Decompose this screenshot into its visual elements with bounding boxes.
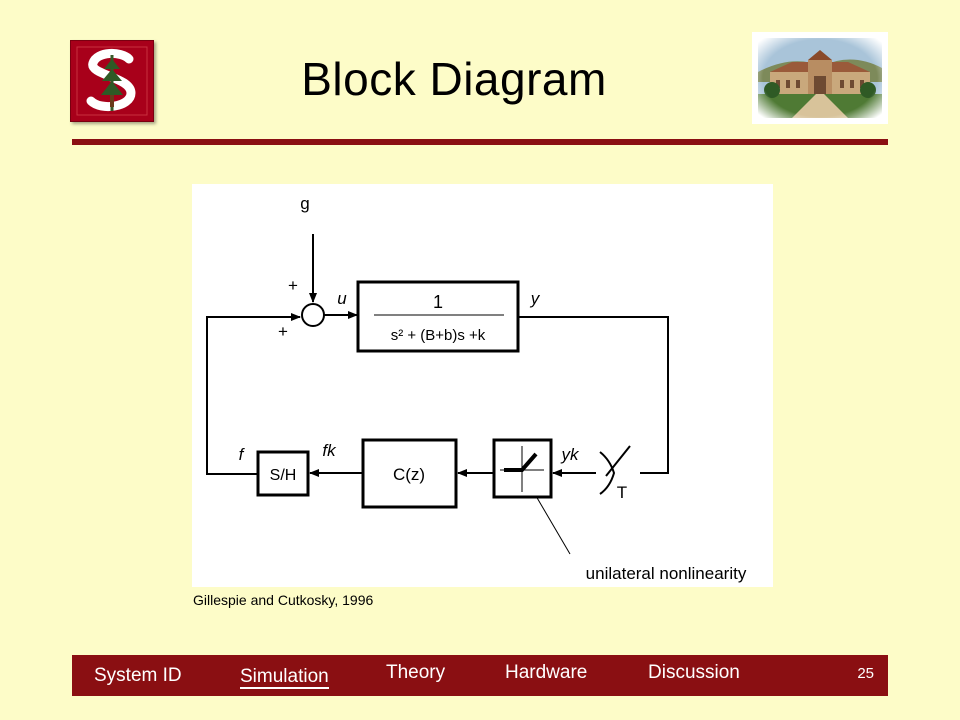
plus-top-label: +: [288, 276, 298, 295]
controller-label: C(z): [393, 465, 425, 484]
nav-system-id[interactable]: System ID: [94, 665, 182, 686]
figure-caption: Gillespie and Cutkosky, 1996: [193, 592, 374, 608]
signal-yk-label: yk: [561, 445, 581, 464]
nav-discussion[interactable]: Discussion: [648, 662, 740, 683]
signal-f-label: f: [239, 445, 246, 464]
page-number: 25: [857, 665, 874, 682]
nav-theory[interactable]: Theory: [386, 662, 446, 683]
signal-u-label: u: [337, 289, 347, 308]
sampler-switch: [605, 445, 631, 477]
sample-hold-block: [256, 450, 310, 497]
tree-s-icon: [76, 46, 148, 116]
note-pointer: [535, 495, 571, 555]
block-diagram: g + + u 1 s² + (B+b)s +k y T yk unilater…: [192, 184, 773, 587]
plant-denominator: s² + (B+b)s +k: [391, 327, 486, 344]
sample-hold-label: S/H: [270, 467, 297, 484]
bottom-nav: System ID Simulation Theory Hardware Dis…: [72, 655, 888, 696]
sample-period-label: T: [617, 483, 627, 502]
summing-junction: [301, 303, 325, 327]
feedback-wire: [206, 313, 301, 475]
signal-fk-label: fk: [322, 441, 337, 460]
plant-block: [356, 280, 520, 353]
signal-y-label: y: [530, 289, 541, 308]
nl-curve: [504, 452, 538, 472]
plus-left-label: +: [278, 322, 288, 341]
nav-simulation[interactable]: Simulation: [240, 655, 329, 696]
input-g-label: g: [300, 194, 309, 213]
slide-title: Block Diagram: [301, 53, 607, 105]
campus-photo: [752, 32, 888, 124]
output-wire: [518, 316, 669, 474]
nav-hardware[interactable]: Hardware: [505, 662, 588, 683]
plant-numerator: 1: [433, 292, 443, 312]
header-divider: [72, 139, 888, 145]
nonlinearity-note: unilateral nonlinearity: [586, 564, 747, 583]
sampler-arc: [599, 451, 616, 495]
university-logo: [70, 40, 154, 122]
